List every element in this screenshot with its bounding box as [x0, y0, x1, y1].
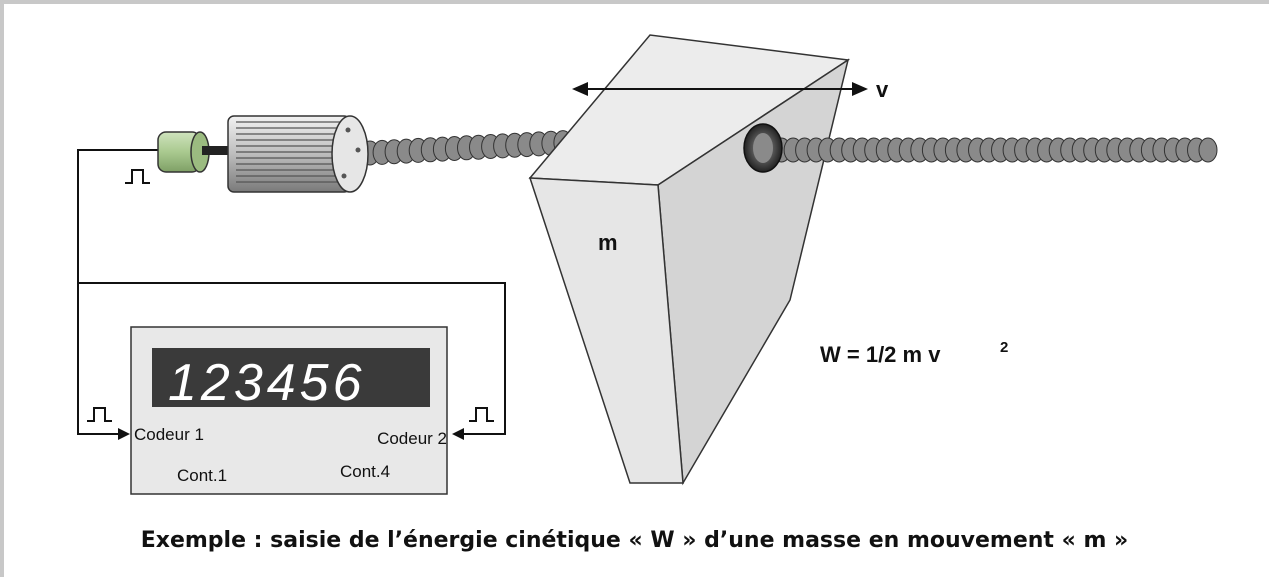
- counter-display: [152, 348, 430, 407]
- encoder-icon: [157, 131, 230, 173]
- mass-label: m: [598, 230, 618, 255]
- kinetic-energy-diagram: v m W = 1/2 m v 2 123456 Codeur 1 Codeur…: [77, 34, 1218, 495]
- formula-main: W = 1/2 m v: [820, 342, 941, 367]
- lead-screw-icon: [760, 137, 1218, 163]
- formula-exponent: 2: [1000, 339, 1008, 356]
- counter-display-digits: 123456: [168, 354, 366, 412]
- input-codeur-1: Codeur 1: [134, 425, 204, 444]
- screw-bushing: [743, 123, 783, 173]
- junction-wire: [78, 282, 506, 435]
- double-arrow-icon: [572, 82, 868, 96]
- contact-4: Cont.4: [340, 462, 390, 481]
- mass-block: [528, 34, 851, 486]
- motor-icon: [227, 115, 369, 193]
- screw-thread: [1198, 137, 1218, 163]
- input-codeur-2: Codeur 2: [377, 429, 447, 448]
- counter-device: 123456 Codeur 1 Codeur 2 Cont.1 Cont.4: [130, 326, 448, 495]
- contact-1: Cont.1: [177, 466, 227, 485]
- arrowhead-codeur-2: [452, 428, 464, 440]
- kinetic-energy-formula: W = 1/2 m v 2: [820, 339, 1008, 367]
- pulse-icon: [125, 169, 150, 184]
- arrowheads: [118, 428, 464, 440]
- arrowhead-codeur-1: [118, 428, 130, 440]
- block-front: [528, 177, 684, 484]
- pulse-icon: [87, 407, 112, 422]
- velocity-label: v: [876, 77, 889, 102]
- figure-caption: Exemple : saisie de l’énergie cinétique …: [140, 528, 1129, 553]
- encoder-wire: [77, 149, 158, 435]
- wiring: [77, 149, 506, 435]
- pulse-icon: [469, 407, 494, 422]
